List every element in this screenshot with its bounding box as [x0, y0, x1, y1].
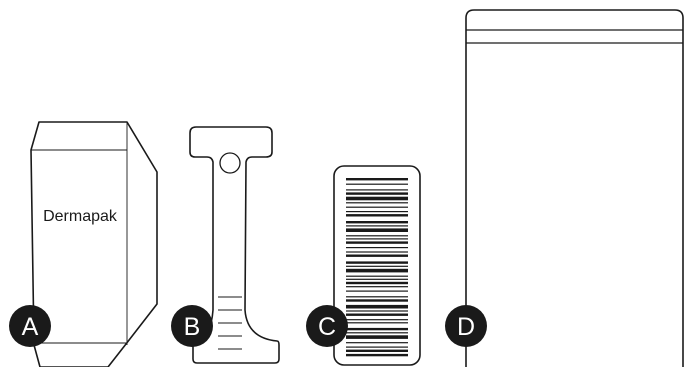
barcode-bar	[346, 228, 408, 232]
barcode-bar	[346, 184, 408, 185]
badge-a: A	[9, 305, 51, 347]
barcode-bar	[346, 211, 408, 212]
barcode-bar	[346, 251, 408, 252]
barcode-bar	[346, 350, 408, 352]
barcode-bar	[346, 347, 408, 348]
badge-b-letter: B	[184, 313, 201, 341]
barcode-bar	[346, 279, 408, 280]
barcode-bar	[346, 241, 408, 243]
barcode-bar	[346, 310, 408, 311]
barcode-bar	[346, 276, 408, 277]
barcode-bar	[346, 335, 408, 339]
barcode-bar	[346, 299, 408, 301]
barcode-bar	[346, 314, 408, 316]
barcode-label	[334, 166, 420, 365]
strip-tick-marks	[218, 297, 242, 349]
badge-c-letter: C	[318, 313, 336, 341]
barcode-bar	[346, 342, 408, 343]
barcode-bar	[346, 322, 408, 323]
badge-d: D	[445, 305, 487, 347]
barcode-bar	[346, 269, 408, 273]
barcode-bar	[346, 214, 408, 216]
barcode-bar	[346, 266, 408, 267]
barcode-bar	[346, 221, 408, 223]
barcode-bar	[346, 207, 408, 208]
barcode-bar	[346, 305, 408, 309]
badge-d-letter: D	[457, 313, 475, 341]
barcode-bar	[346, 291, 408, 292]
barcode-bar	[346, 319, 408, 320]
barcode-bar	[346, 332, 408, 333]
barcode-bar	[346, 197, 408, 201]
badge-a-letter: A	[22, 313, 39, 341]
barcode-bar	[346, 247, 408, 248]
barcode-bar	[346, 328, 408, 330]
barcode-bar	[346, 238, 408, 239]
barcode-bar	[346, 286, 408, 287]
barcode-bar	[346, 225, 408, 226]
barcode-bar	[346, 296, 408, 297]
barcode-bars	[346, 178, 408, 356]
barcode-bar	[346, 189, 408, 190]
barcode-bar	[346, 261, 408, 263]
barcode-bar	[346, 255, 408, 257]
barcode-bar	[346, 235, 408, 236]
barcode-bar	[346, 354, 408, 356]
badge-b: B	[171, 305, 213, 347]
badge-c: C	[306, 305, 348, 347]
zip-bag	[466, 10, 683, 367]
barcode-bar	[346, 178, 408, 180]
barcode-bar	[346, 192, 408, 194]
barcode-bar	[346, 282, 408, 284]
barcode-bar	[346, 202, 408, 203]
dermapak-label: Dermapak	[43, 208, 118, 225]
